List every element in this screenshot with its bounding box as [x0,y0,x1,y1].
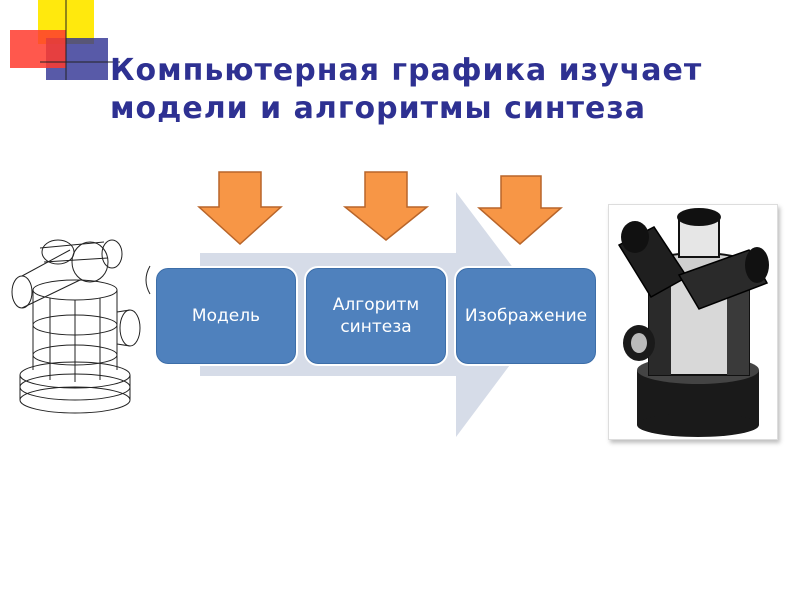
title-line-2: модели и алгоритмы синтеза [110,91,647,126]
title-line-1: Компьютерная графика изучает [110,53,703,88]
slide-title: Компьютерная графика изучает модели и ал… [110,52,790,128]
wireframe-model-image [11,239,151,414]
step-algorithm-box: Алгоритм синтеза [304,266,448,366]
step-algorithm-label: Алгоритм синтеза [332,295,420,337]
rendered-model-drawing [617,208,769,437]
step-image-box: Изображение [454,266,598,366]
input-arrow-3 [477,175,563,245]
input-arrow-1 [197,171,283,246]
input-arrow-2 [342,171,430,241]
step-model-box: Модель [154,266,298,366]
rendered-model-image [608,204,778,440]
step-model-label: Модель [191,306,261,326]
corner-decoration [0,0,120,90]
step-image-label: Изображение [464,306,588,326]
